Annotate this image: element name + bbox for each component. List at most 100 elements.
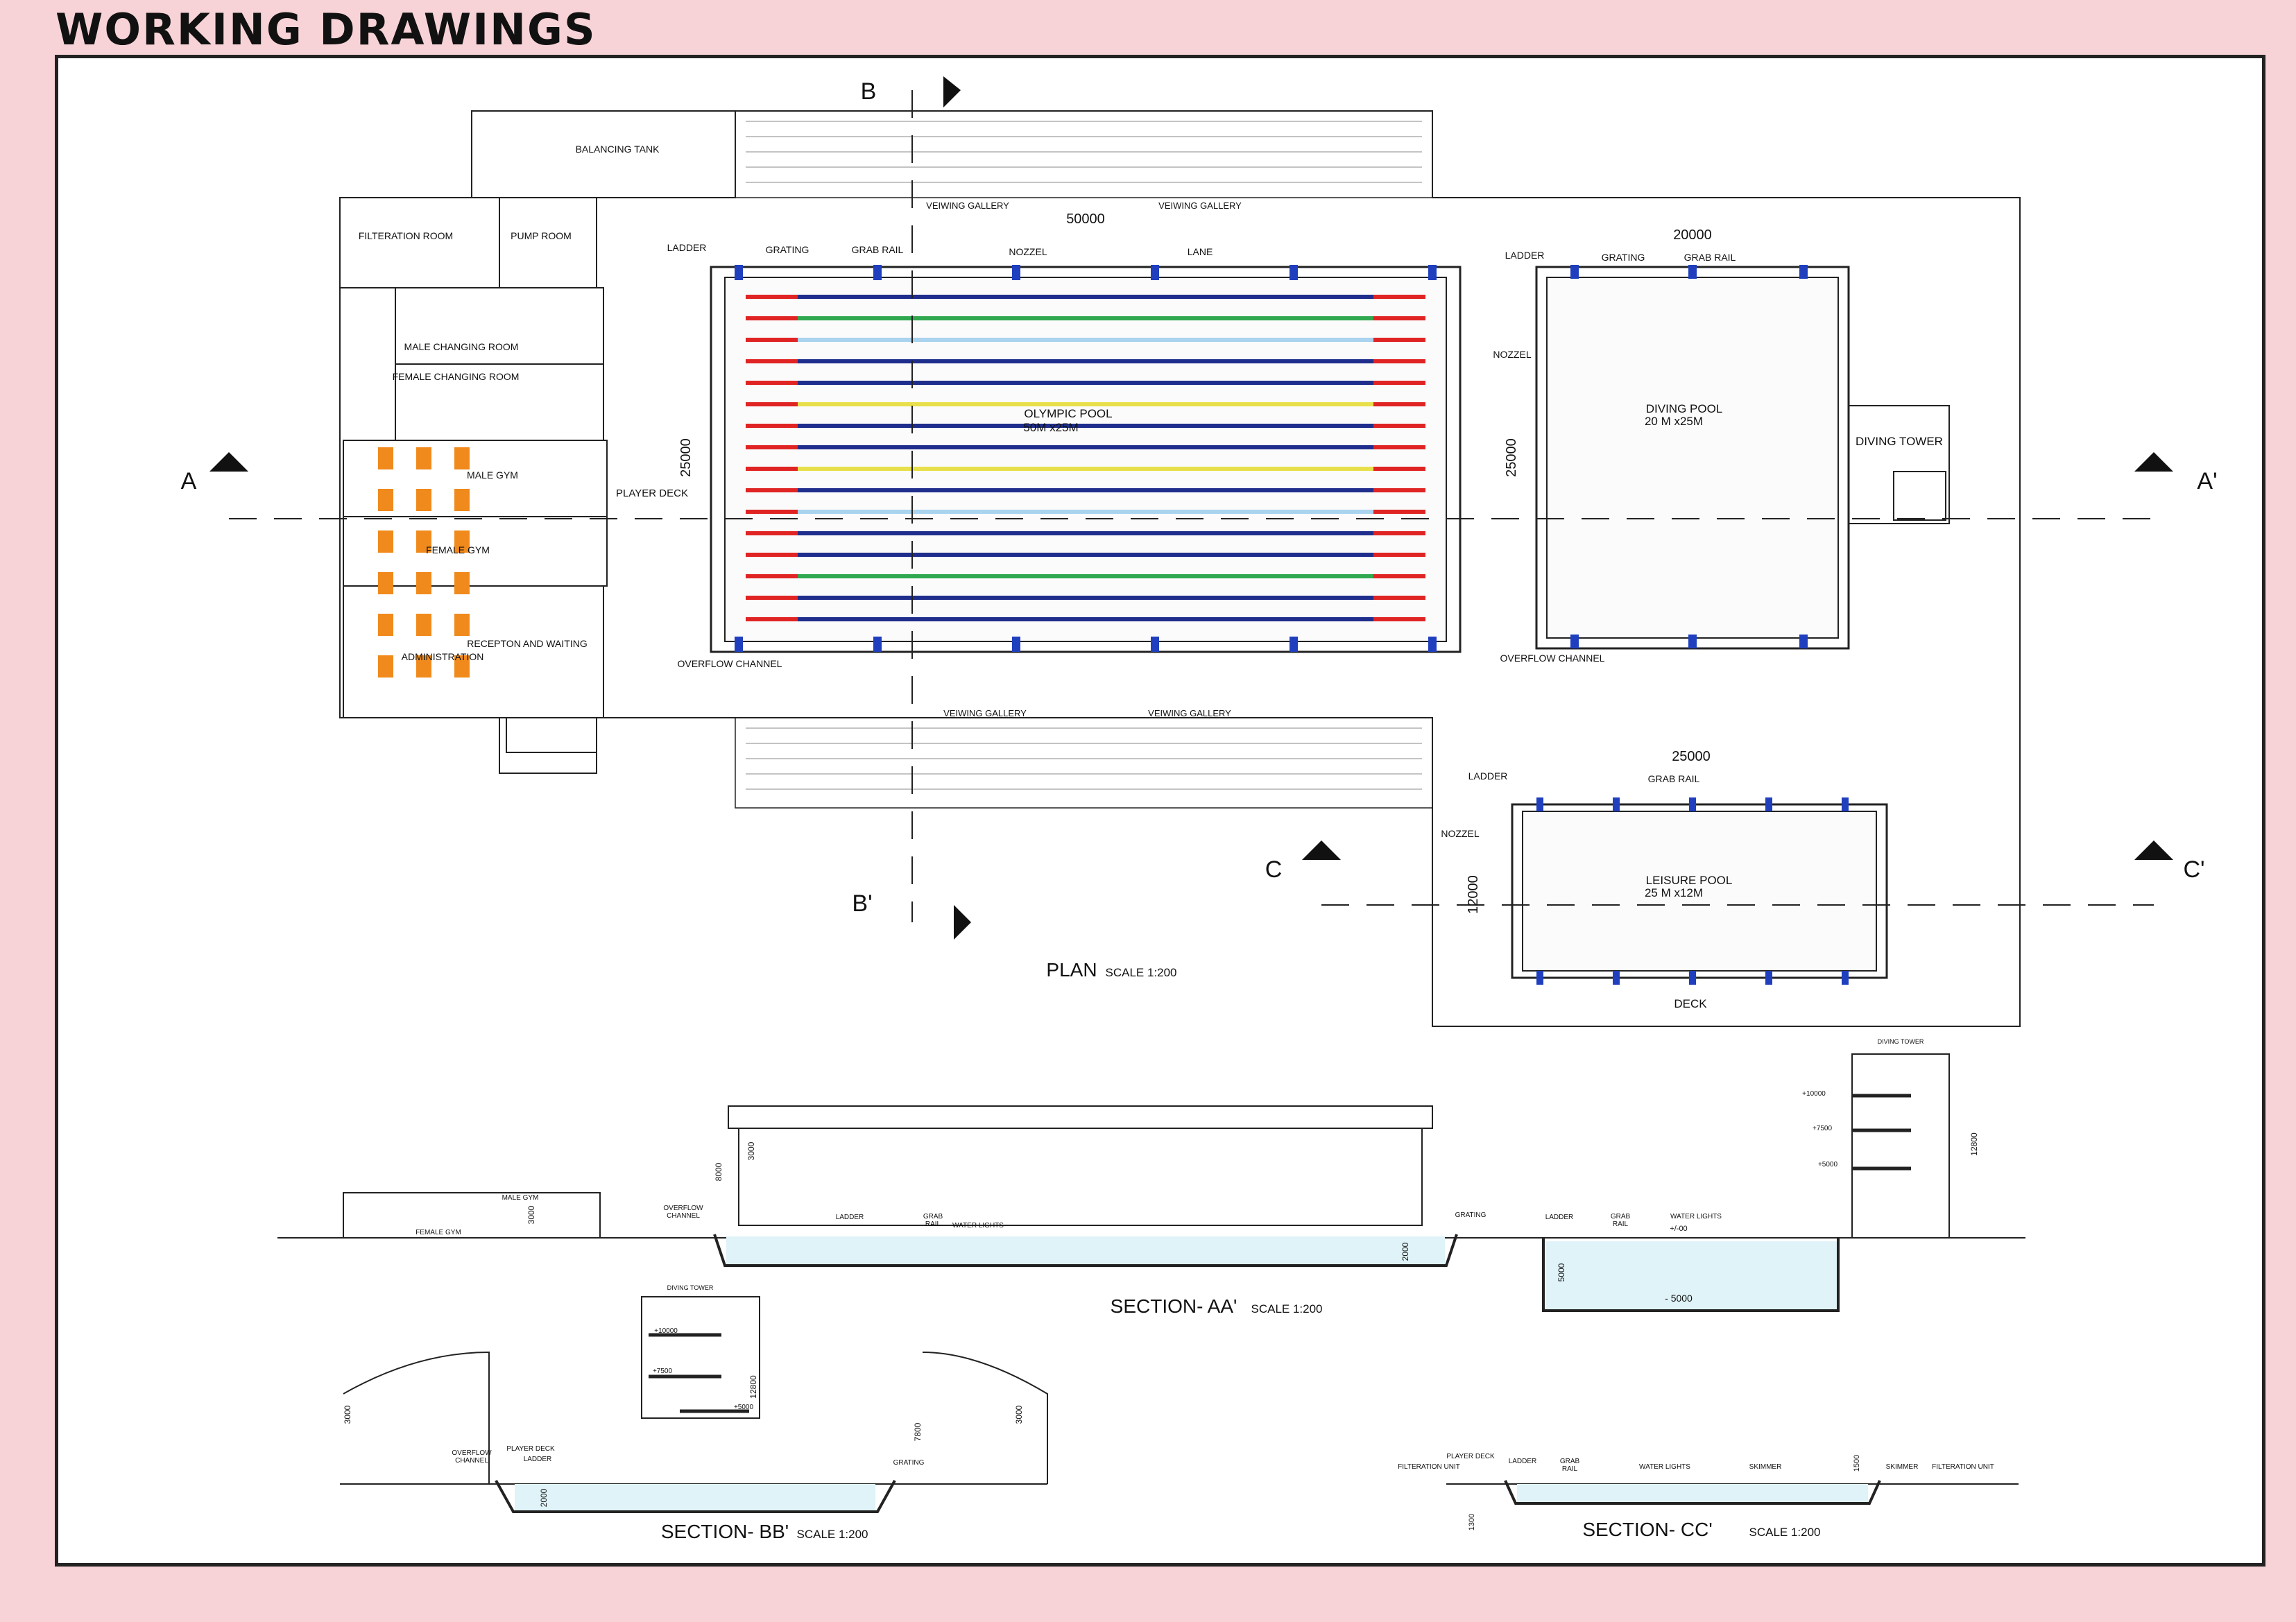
aa-dim-5000: 5000 xyxy=(1557,1263,1566,1282)
cc-filt-right: FILTERATION UNIT xyxy=(1932,1463,1994,1471)
ladder-bottom-4 xyxy=(1151,637,1159,652)
diving-ladder-top-2 xyxy=(1688,265,1697,279)
pump-room xyxy=(499,197,597,288)
dim-olympic-width: 25000 xyxy=(678,438,694,477)
dim-diving-width: 25000 xyxy=(1504,438,1519,477)
cc-scale: SCALE 1:200 xyxy=(1749,1526,1820,1539)
label-olympic-grating: GRATING xyxy=(766,244,809,255)
bb-lv10: +10000 xyxy=(654,1327,678,1335)
label-male-gym: MALE GYM xyxy=(467,469,518,481)
aa-dim-3000b: 3000 xyxy=(746,1141,756,1160)
entrance-steps xyxy=(499,717,597,774)
bb-grating: GRATING xyxy=(893,1459,925,1467)
reception-room xyxy=(343,585,604,718)
ladder-top-1 xyxy=(735,265,743,280)
aa-dim-2000: 2000 xyxy=(1400,1242,1410,1261)
aa-diving-tower: DIVING TOWER xyxy=(1878,1038,1924,1045)
olympic-lanes xyxy=(746,295,1425,621)
aa-female-gym: FEMALE GYM xyxy=(415,1229,461,1236)
diving-tower-stair xyxy=(1893,471,1946,521)
ladder-top-5 xyxy=(1290,265,1298,280)
label-leisure-ladder: LADDER xyxy=(1468,770,1508,782)
bb-lv75: +7500 xyxy=(653,1368,673,1375)
cc-skimmer: SKIMMER xyxy=(1749,1463,1782,1471)
label-male-changing: MALE CHANGING ROOM xyxy=(404,341,519,352)
viewing-gallery-top xyxy=(735,110,1433,198)
label-gallery-bottom-left: VEIWING GALLERY xyxy=(943,708,1027,718)
gym-equipment xyxy=(416,489,431,511)
aa-dim-8000: 8000 xyxy=(714,1162,723,1181)
leisure-ladder-bottom-3 xyxy=(1689,971,1696,985)
sections xyxy=(277,1053,2025,1513)
gym-equipment xyxy=(416,614,431,636)
ladder-bottom-1 xyxy=(735,637,743,652)
diving-tower-base xyxy=(1848,405,1950,524)
cc-water xyxy=(1517,1484,1868,1502)
gym-equipment xyxy=(378,489,393,511)
ladder-bottom-2 xyxy=(873,637,882,652)
leisure-pool-deck xyxy=(1511,803,1888,979)
ladder-bottom-5 xyxy=(1290,637,1298,652)
aa-dim-3000: 3000 xyxy=(526,1205,536,1224)
label-olympic-grab-rail: GRAB RAIL xyxy=(852,244,904,255)
bb-dim-3000l: 3000 xyxy=(343,1405,352,1424)
aa-male-gym: MALE GYM xyxy=(502,1194,539,1202)
label-diving-tower: DIVING TOWER xyxy=(1856,435,1943,448)
aa-ladder: LADDER xyxy=(836,1214,864,1221)
label-leisure-nozzel: NOZZEL xyxy=(1441,828,1479,839)
cc-filt-left: FILTERATION UNIT xyxy=(1398,1463,1460,1471)
marker-b2: B' xyxy=(852,890,872,917)
plan-view xyxy=(339,110,2021,1027)
diving-ladder-bottom-2 xyxy=(1688,635,1697,648)
aa-water-lights2: WATER LIGHTS xyxy=(1670,1213,1722,1220)
section-marker-c2 xyxy=(2134,840,2173,860)
bb-dim-12800: 12800 xyxy=(748,1375,758,1399)
label-administration: ADMINISTRATION xyxy=(402,651,484,662)
diving-ladder-top-3 xyxy=(1799,265,1808,279)
gym-equipment xyxy=(378,530,393,553)
leisure-ladder-top-3 xyxy=(1689,797,1696,811)
label-leisure-grab-rail: GRAB RAIL xyxy=(1648,773,1700,784)
label-diving-size: 20 M x25M xyxy=(1645,415,1703,428)
cc-dim-1300: 1300 xyxy=(1468,1514,1476,1530)
plan-fixtures xyxy=(209,76,2173,985)
aa-stand xyxy=(738,1128,1423,1226)
olympic-pool-basin xyxy=(724,277,1447,642)
plan-scale: SCALE 1:200 xyxy=(1105,966,1176,979)
leisure-ladder-bottom-1 xyxy=(1536,971,1543,985)
label-leisure-deck: DECK xyxy=(1674,997,1707,1010)
label-olympic-nozzel: NOZZEL xyxy=(1009,246,1047,257)
gym-equipment xyxy=(378,447,393,469)
bb-tank xyxy=(495,1480,896,1513)
aa-grating: GRATING xyxy=(1455,1211,1487,1219)
aa-level0: +/-00 xyxy=(1670,1225,1687,1233)
ladder-top-4 xyxy=(1151,265,1159,280)
bb-diving-tower xyxy=(641,1296,760,1419)
filteration-room xyxy=(339,197,500,288)
aa-dim-12800: 12800 xyxy=(1969,1132,1979,1156)
gym-equipment xyxy=(454,489,470,511)
diving-ladder-bottom-1 xyxy=(1570,635,1579,648)
label-leisure-size: 25 M x12M xyxy=(1645,886,1703,899)
gym-equipment xyxy=(454,655,470,678)
ladder-bottom-3 xyxy=(1012,637,1020,652)
aa-diving-tower xyxy=(1851,1053,1950,1239)
page-heading: WORKING DRAWINGS xyxy=(55,4,597,55)
cc-water-lights: WATER LIGHTS xyxy=(1639,1463,1690,1471)
marker-a: A xyxy=(181,468,197,494)
leisure-ladder-bottom-5 xyxy=(1842,971,1849,985)
label-leisure-pool: LEISURE POOL xyxy=(1646,874,1733,887)
leisure-ladder-top-1 xyxy=(1536,797,1543,811)
label-diving-ladder: LADDER xyxy=(1505,250,1545,261)
label-diving-nozzel: NOZZEL xyxy=(1493,349,1531,360)
dim-olympic-length: 50000 xyxy=(1066,212,1105,227)
bb-left-roof xyxy=(343,1351,490,1484)
cc-dim-1500: 1500 xyxy=(1853,1455,1861,1472)
aa-diving-water xyxy=(1545,1241,1837,1309)
section-marker-b xyxy=(943,76,961,107)
aa-stand-roof xyxy=(728,1105,1433,1129)
label-balancing-tank: BALANCING TANK xyxy=(576,144,660,155)
ladder-bottom-6 xyxy=(1428,637,1437,652)
